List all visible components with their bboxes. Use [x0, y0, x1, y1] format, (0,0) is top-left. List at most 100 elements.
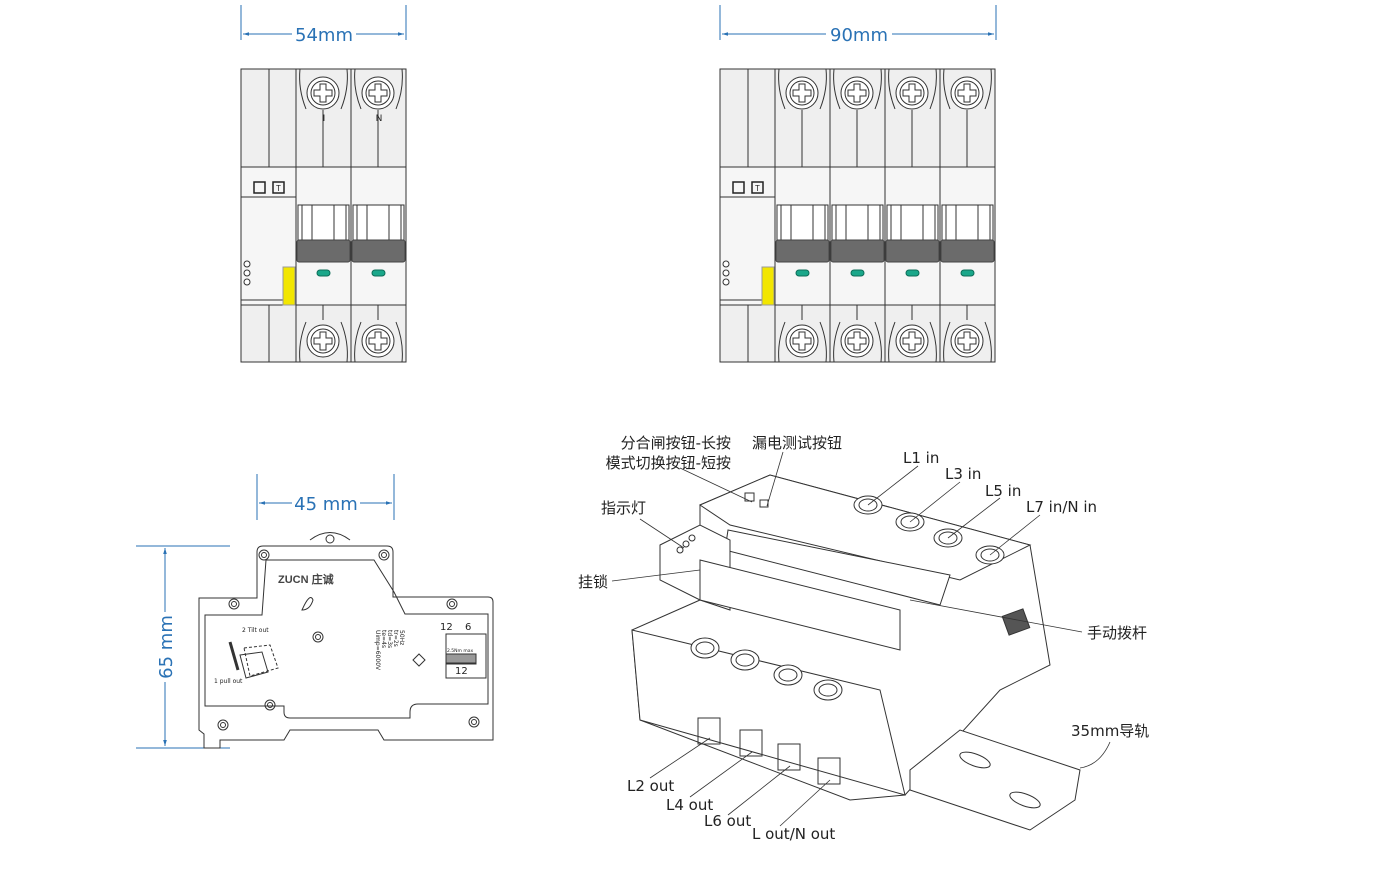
screw-ring — [789, 328, 815, 354]
test-button-icon — [272, 181, 285, 194]
terminal-screw-icon — [895, 324, 929, 358]
pole-mark-2: N — [376, 114, 383, 124]
screw-ring — [310, 328, 336, 354]
callout-input-l7-n: L7 in/N in — [1026, 498, 1097, 516]
toggle-handle — [296, 239, 351, 263]
test-button-icon — [751, 181, 764, 194]
strip-length-6: 6 — [465, 622, 471, 633]
iso-indicator-light-icon — [682, 540, 690, 548]
terminal-hole-inner — [778, 668, 798, 682]
strip-length-bottom: 12 — [455, 666, 468, 677]
test-button-label: T — [755, 184, 760, 193]
indicator-light-icon — [243, 260, 251, 268]
terminal-hole-inner — [858, 498, 878, 512]
indicator-light-icon — [243, 269, 251, 277]
toggle-handle — [885, 239, 940, 263]
screw-cross — [792, 331, 812, 351]
screw-ring — [365, 328, 391, 354]
screw-cross — [902, 331, 922, 351]
callout-test-button: 漏电测试按钮 — [752, 434, 842, 452]
callout-input-l3: L3 in — [945, 465, 981, 483]
toggle-handle — [940, 239, 995, 263]
terminal-hole-inner — [735, 653, 755, 667]
lock-slider — [282, 266, 296, 306]
output-clamp — [697, 717, 721, 745]
callout-lever: 手动拨杆 — [1087, 624, 1147, 642]
screw-ring — [310, 80, 336, 106]
screw-ring — [899, 80, 925, 106]
screw-cross — [368, 83, 388, 103]
dimension-label-90mm: 90mm — [830, 25, 888, 46]
toggle-handle — [775, 239, 830, 263]
terminal-screw-icon — [950, 324, 984, 358]
spec-tr: tr=2s — [392, 630, 399, 647]
rail-slot — [1009, 791, 1041, 809]
switch-button-icon — [253, 181, 266, 194]
output-terminal-hole — [773, 664, 803, 686]
output-clamp — [817, 757, 841, 785]
front-view-4-pole: T — [719, 68, 996, 363]
terminal-outline — [833, 321, 882, 363]
dimension-depth — [256, 474, 395, 520]
screw-cross — [368, 331, 388, 351]
terminal-outline — [778, 68, 827, 110]
screw-ring — [844, 328, 870, 354]
terminal-screw-icon — [361, 76, 395, 110]
status-led-icon — [960, 269, 975, 277]
terminal-screw-icon — [895, 76, 929, 110]
status-led-icon — [316, 269, 331, 277]
terminal-screw-icon — [306, 324, 340, 358]
toggle-handle — [351, 239, 406, 263]
install-step-1: 1 pull out — [214, 678, 243, 685]
screw-cross — [313, 83, 333, 103]
terminal-screw-icon — [785, 76, 819, 110]
callout-input-l5: L5 in — [985, 482, 1021, 500]
dimension-label-54mm: 54mm — [295, 25, 353, 46]
install-step-2: 2 Tilt out — [242, 627, 269, 634]
terminal-outline — [354, 68, 403, 110]
iso-indicator-light-icon — [688, 534, 696, 542]
terminal-screw-icon — [361, 324, 395, 358]
spec-frequency: 50Hz — [398, 630, 405, 645]
handle-frame — [776, 204, 829, 242]
dimension-width-4p — [719, 5, 997, 40]
handle-frame — [941, 204, 994, 242]
terminal-outline — [833, 68, 882, 110]
callout-output-l4: L4 out — [666, 796, 713, 814]
screw-cross — [847, 331, 867, 351]
callout-indicator: 指示灯 — [601, 499, 646, 517]
status-led-icon — [795, 269, 810, 277]
lock-slider — [761, 266, 775, 306]
screw-ring — [789, 80, 815, 106]
strip-length-12: 12 — [440, 622, 453, 633]
screw-cross — [957, 83, 977, 103]
iso-indicator-light-icon — [676, 546, 684, 554]
terminal-hole-inner — [938, 531, 958, 545]
dimension-label-65mm: 65 mm — [156, 615, 177, 679]
terminal-screw-icon — [840, 324, 874, 358]
output-clamp — [777, 743, 801, 771]
callout-output-l-n: L out/N out — [752, 825, 835, 843]
rail-slot — [959, 751, 991, 769]
status-led-icon — [850, 269, 865, 277]
status-led-icon — [905, 269, 920, 277]
callout-lines — [611, 451, 1111, 827]
torque-note: 2.5Nm max — [447, 648, 473, 654]
terminal-hole-inner — [900, 515, 920, 529]
handle-frame — [886, 204, 939, 242]
iso-test-button-icon — [759, 499, 769, 508]
switch-button-icon — [732, 181, 745, 194]
callout-mode-button: 模式切换按钮-短按 — [606, 454, 731, 472]
screw-cross — [957, 331, 977, 351]
spec-text: 50Hz tr=2s td=3s te=4s Uimp=6000V — [374, 630, 405, 671]
indicator-light-icon — [722, 260, 730, 268]
dimension-width-2p — [240, 5, 407, 40]
screw-ring — [954, 328, 980, 354]
terminal-screw-icon — [306, 76, 340, 110]
toggle-handle — [830, 239, 885, 263]
callout-switch-button: 分合闸按钮-长按 — [621, 434, 731, 452]
output-terminal-hole — [730, 649, 760, 671]
spec-uimp: Uimp=6000V — [374, 630, 381, 671]
indicator-light-icon — [722, 269, 730, 277]
screw-ring — [365, 80, 391, 106]
